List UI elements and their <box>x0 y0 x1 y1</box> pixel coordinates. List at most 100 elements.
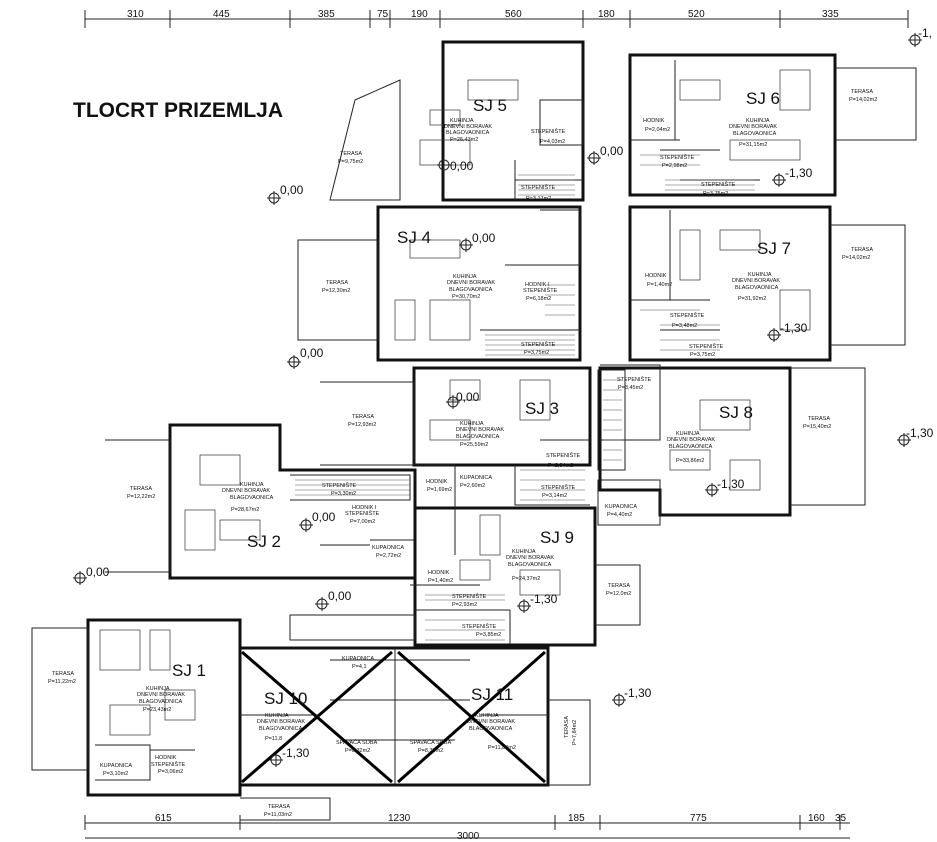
svg-text:P=28,67m2: P=28,67m2 <box>231 507 259 513</box>
svg-text:P=11,03m2: P=11,03m2 <box>264 812 292 818</box>
svg-text:P=1,40m2: P=1,40m2 <box>647 282 672 288</box>
svg-text:TERASA: TERASA <box>564 716 570 738</box>
svg-text:KUPAONICA: KUPAONICA <box>342 656 374 662</box>
svg-text:STEPENIŠTE: STEPENIŠTE <box>521 184 556 191</box>
svg-text:STEPENIŠTE: STEPENIŠTE <box>523 287 558 294</box>
svg-text:DNEVNI BORAVAK: DNEVNI BORAVAK <box>467 719 515 725</box>
dim-bottom-5: 160 <box>808 813 825 824</box>
terasa-bottom <box>240 797 331 821</box>
svg-text:SPAVAĆA SOBA: SPAVAĆA SOBA <box>336 739 378 746</box>
svg-text:STEPENIŠTE: STEPENIŠTE <box>462 623 497 630</box>
svg-text:TERASA: TERASA <box>352 414 374 420</box>
central-stair <box>597 369 626 471</box>
svg-text:KUHINJA: KUHINJA <box>475 713 499 719</box>
svg-text:DNEVNI BORAVAK: DNEVNI BORAVAK <box>257 719 305 725</box>
svg-text:P=3,10m2: P=3,10m2 <box>103 771 128 777</box>
level-0-00-f: 0,00 <box>456 390 480 404</box>
svg-text:TERASA: TERASA <box>326 280 348 286</box>
living-room-labels: KUHINJA DNEVNI BORAVAK BLAGOVAONICA P=26… <box>137 118 780 751</box>
svg-text:BLAGOVAONICA: BLAGOVAONICA <box>735 285 779 291</box>
svg-text:P=14,02m2: P=14,02m2 <box>849 97 877 103</box>
svg-text:P=15,40m2: P=15,40m2 <box>803 424 831 430</box>
svg-text:KUHINJA: KUHINJA <box>453 274 477 280</box>
svg-text:HODNIK: HODNIK <box>155 755 177 761</box>
sj5-walls <box>441 40 585 202</box>
level-m1-30-f: -1,30 <box>624 686 652 700</box>
svg-text:TERASA: TERASA <box>851 89 873 95</box>
terasa-sj8 <box>790 367 866 506</box>
svg-text:KUPAONICA: KUPAONICA <box>460 475 492 481</box>
level-0-00-a: 0,00 <box>280 183 304 197</box>
svg-text:BLAGOVAONICA: BLAGOVAONICA <box>456 434 500 440</box>
dim-top-5: 190 <box>411 9 428 20</box>
svg-text:STEPENIŠTE: STEPENIŠTE <box>531 128 566 135</box>
dim-top-8: 520 <box>688 9 705 20</box>
dim-bottom-2: 1230 <box>388 813 411 824</box>
svg-text:HODNIK I: HODNIK I <box>352 505 377 511</box>
terasa-sj11 <box>548 699 591 786</box>
sj3-walls <box>412 366 592 467</box>
level-m1-30-c: -1,30 <box>780 321 808 335</box>
svg-text:P=3,75m2: P=3,75m2 <box>690 352 715 358</box>
svg-text:STEPENIŠTE: STEPENIŠTE <box>701 181 736 188</box>
sj9-walls <box>413 506 597 647</box>
svg-text:STEPENIŠTE: STEPENIŠTE <box>452 593 487 600</box>
svg-text:P=12,0m2: P=12,0m2 <box>606 591 631 597</box>
svg-text:P=3,75m2: P=3,75m2 <box>524 350 549 356</box>
terasa-sj6 <box>835 67 917 141</box>
level-m1-30-d: -1,30 <box>717 477 745 491</box>
svg-text:P=11,22m2: P=11,22m2 <box>48 679 76 685</box>
level-0-00-c: 0,00 <box>600 144 624 158</box>
unit-sj6: SJ 6 <box>746 89 780 108</box>
svg-text:BLAGOVAONICA: BLAGOVAONICA <box>469 726 513 732</box>
svg-text:KUHINJA: KUHINJA <box>748 272 772 278</box>
cross-out-marks <box>241 650 546 784</box>
dim-bottom-3: 185 <box>568 813 585 824</box>
svg-text:TERASA: TERASA <box>130 486 152 492</box>
svg-text:P=3,06m2: P=3,06m2 <box>158 769 183 775</box>
dim-top-2: 445 <box>213 9 230 20</box>
svg-text:DNEVNI BORAVAK: DNEVNI BORAVAK <box>456 427 504 433</box>
svg-text:P=2,72m2: P=2,72m2 <box>376 553 401 559</box>
svg-text:P=12,30m2: P=12,30m2 <box>322 288 350 294</box>
svg-text:P=25,59m2: P=25,59m2 <box>460 442 488 448</box>
svg-text:P=1,40m2: P=1,40m2 <box>428 578 453 584</box>
svg-text:P=30,70m2: P=30,70m2 <box>452 294 480 300</box>
plan-title: TLOCRT PRIZEMLJA <box>73 99 283 122</box>
svg-text:STEPENIŠTE: STEPENIŠTE <box>322 482 357 489</box>
svg-text:P=2,60m2: P=2,60m2 <box>460 483 485 489</box>
svg-text:P=4,03m2: P=4,03m2 <box>540 139 565 145</box>
svg-text:P=3,48m2: P=3,48m2 <box>672 323 697 329</box>
svg-text:STEPENIŠTE: STEPENIŠTE <box>670 312 705 319</box>
unit-sj11: SJ 11 <box>471 685 513 704</box>
terasa-sj2 <box>105 439 171 573</box>
svg-text:BLAGOVAONICA: BLAGOVAONICA <box>139 699 183 705</box>
unit-sj8: SJ 8 <box>719 403 753 422</box>
sj6-walls <box>628 53 837 197</box>
svg-text:STEPENIŠTE: STEPENIŠTE <box>689 343 724 350</box>
svg-text:DNEVNI BORAVAK: DNEVNI BORAVAK <box>137 692 185 698</box>
level-0-00-b: 0,00 <box>450 159 474 173</box>
svg-text:KUHINJA: KUHINJA <box>240 482 264 488</box>
level-0-00-d: 0,00 <box>472 231 496 245</box>
dim-top-6: 560 <box>505 9 522 20</box>
svg-text:P=12,22m2: P=12,22m2 <box>127 494 155 500</box>
svg-text:DNEVNI BORAVAK: DNEVNI BORAVAK <box>729 124 777 130</box>
service-room-labels: STEPENIŠTE P=4,03m2 STEPENIŠTE P=3,17m2 … <box>100 118 736 777</box>
svg-text:KUHINJA: KUHINJA <box>265 713 289 719</box>
svg-text:HODNIK: HODNIK <box>426 479 448 485</box>
level-m1-30-g: -1,30 <box>282 746 310 760</box>
terasa-sj5 <box>329 79 401 201</box>
terasa-sj1 <box>31 627 89 771</box>
svg-text:P=14,02m2: P=14,02m2 <box>842 255 870 261</box>
svg-text:STEPENIŠTE: STEPENIŠTE <box>617 376 652 383</box>
svg-text:P=2,34m2: P=2,34m2 <box>548 463 573 469</box>
dim-top-4: 75 <box>377 9 389 20</box>
level-markers <box>73 33 922 767</box>
svg-text:KUPAONICA: KUPAONICA <box>605 504 637 510</box>
svg-text:STEPENIŠTE: STEPENIŠTE <box>541 484 576 491</box>
dim-total: 3000 <box>457 831 480 842</box>
svg-text:P=31,92m2: P=31,92m2 <box>738 296 766 302</box>
svg-text:BLAGOVAONICA: BLAGOVAONICA <box>230 495 274 501</box>
sj7-walls <box>628 205 832 362</box>
